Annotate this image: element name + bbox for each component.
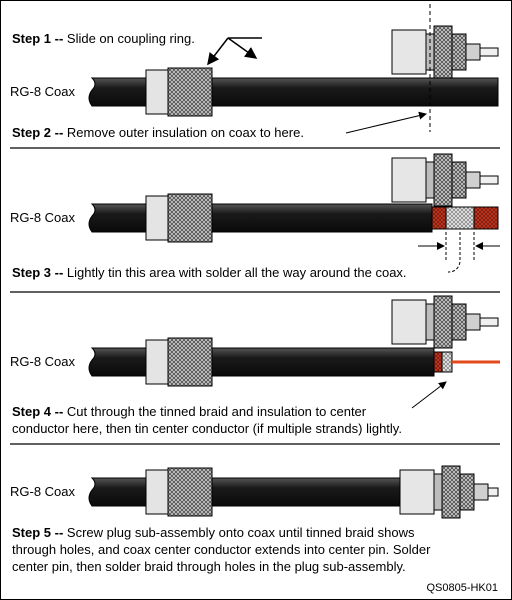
step1-instruction: Step 1 -- Slide on coupling ring.	[12, 30, 195, 47]
assembled-connector-4	[399, 465, 499, 519]
step4-instruction: Step 4 -- Cut through the tinned braid a…	[12, 403, 402, 437]
step4-sep: --	[51, 404, 67, 419]
step2-text: Remove outer insulation on coax to here.	[66, 125, 304, 140]
coax-label-4: RG-8 Coax	[10, 484, 76, 499]
step3-instruction: Step 3 -- Lightly tin this area with sol…	[12, 264, 407, 281]
exposed-braid-2	[431, 206, 499, 230]
coupling-ring-4	[145, 467, 213, 517]
coax-label-2: RG-8 Coax	[10, 210, 76, 225]
step3-sep: --	[51, 265, 67, 280]
step5-sep: --	[51, 525, 67, 540]
step1-arrows	[207, 37, 262, 66]
step4-number: Step 4	[12, 404, 52, 419]
coupling-ring-2	[145, 193, 213, 243]
tin-area-dimension	[418, 232, 500, 273]
coax-cable-2	[88, 203, 433, 233]
coax-label-1: RG-8 Coax	[10, 84, 76, 99]
step1-sep: --	[51, 31, 67, 46]
step4-text-line1: Cut through the tinned braid and insulat…	[66, 404, 367, 419]
coax-cable-3	[88, 347, 435, 377]
coax-cable-4	[88, 477, 401, 507]
step2-sep: --	[51, 125, 67, 140]
step4-text-line2: conductor here, then tin center conducto…	[12, 421, 402, 436]
step3-text: Lightly tin this area with solder all th…	[66, 265, 407, 280]
step5-instruction: Step 5 -- Screw plug sub-assembly onto c…	[12, 524, 430, 575]
step5-text-line2: through holes, and coax center conductor…	[12, 542, 431, 557]
step4-arrow	[411, 381, 447, 409]
step3-number: Step 3	[12, 265, 52, 280]
step2-arrow	[345, 111, 427, 134]
coupling-ring-3	[145, 337, 213, 387]
connector-plug-2	[391, 153, 499, 207]
connector-plug-1	[391, 25, 499, 79]
step5-number: Step 5	[12, 525, 52, 540]
step1-number: Step 1	[12, 31, 52, 46]
coupling-ring-1	[145, 67, 213, 117]
trimmed-braid-3	[433, 351, 453, 373]
step2-number: Step 2	[12, 125, 52, 140]
step5-text-line1: Screw plug sub-assembly onto coax until …	[66, 525, 415, 540]
section-separators	[10, 147, 500, 445]
step2-instruction: Step 2 -- Remove outer insulation on coa…	[12, 124, 304, 141]
coax-label-3: RG-8 Coax	[10, 354, 76, 369]
figure-code: QS0805-HK01	[426, 582, 498, 594]
step1-text: Slide on coupling ring.	[66, 31, 195, 46]
step5-text-line3: center pin, then solder braid through ho…	[12, 559, 406, 574]
connector-plug-3	[391, 295, 499, 349]
